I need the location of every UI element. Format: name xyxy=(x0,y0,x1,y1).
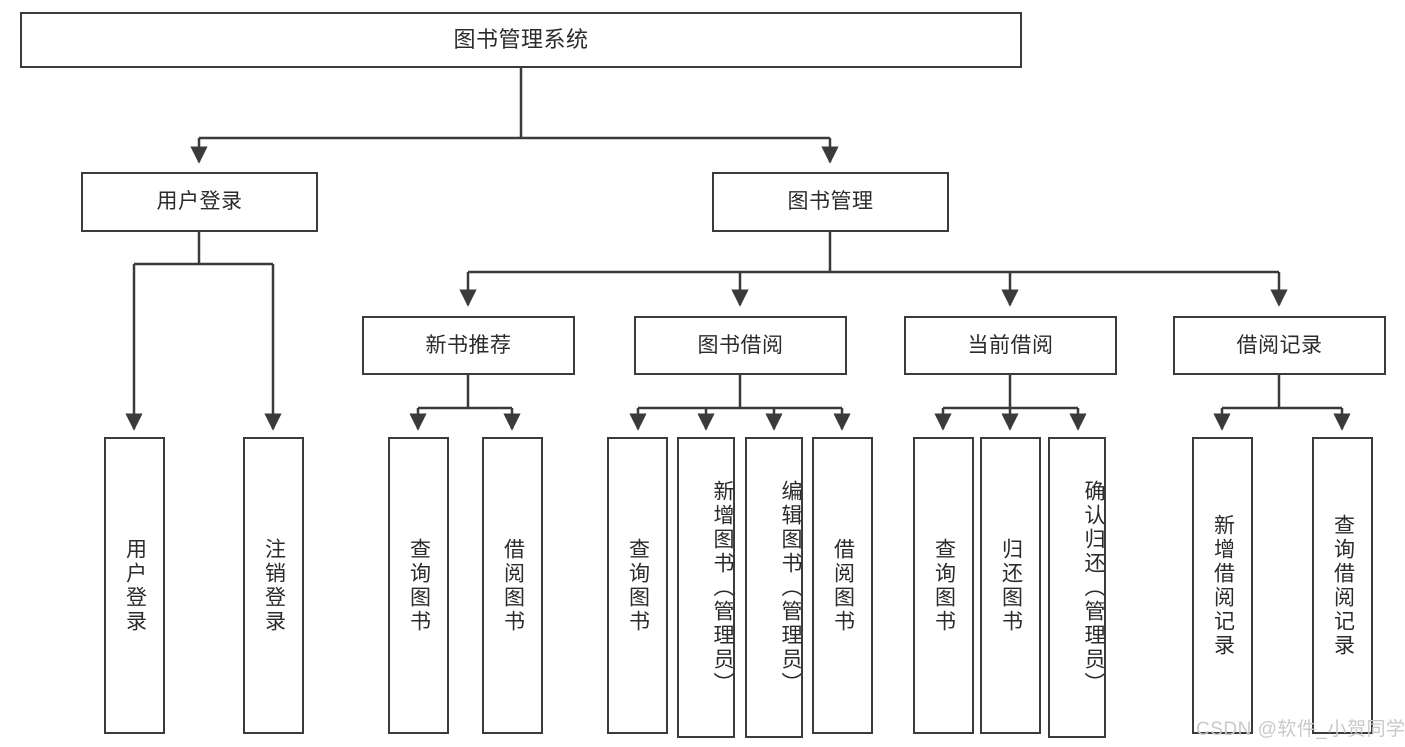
node-label: 注销登录 xyxy=(262,537,286,634)
leaf-borrow-query-book[interactable]: 查询图书 xyxy=(607,437,668,734)
leaf-borrow-borrow-book[interactable]: 借阅图书 xyxy=(812,437,873,734)
leaf-current-query-book[interactable]: 查询图书 xyxy=(913,437,974,734)
node-label: 图书管理 xyxy=(787,190,874,214)
leaf-user-login-login[interactable]: 用户登录 xyxy=(104,437,165,734)
node-label: 借阅图书 xyxy=(831,537,855,634)
node-label: 确认归还（管理员） xyxy=(1082,479,1105,696)
csdn-watermark: CSDN @软件_小贺同学 xyxy=(1196,719,1405,740)
node-label: 图书管理系统 xyxy=(453,26,589,52)
node-label: 新增借阅记录 xyxy=(1211,513,1235,658)
node-new-book-recommend[interactable]: 新书推荐 xyxy=(362,316,575,375)
node-user-login[interactable]: 用户登录 xyxy=(81,172,318,232)
leaf-current-confirm-return-admin[interactable]: 确认归还（管理员） xyxy=(1048,437,1106,738)
node-label: 新书推荐 xyxy=(425,333,512,357)
node-label: 查询图书 xyxy=(407,537,431,634)
leaf-user-login-logout[interactable]: 注销登录 xyxy=(243,437,304,734)
node-label: 用户登录 xyxy=(123,537,147,634)
leaf-record-add-record[interactable]: 新增借阅记录 xyxy=(1192,437,1253,734)
node-label: 当前借阅 xyxy=(967,333,1054,357)
leaf-current-return-book[interactable]: 归还图书 xyxy=(980,437,1041,734)
node-label: 查询图书 xyxy=(626,537,650,634)
node-book-management[interactable]: 图书管理 xyxy=(712,172,949,232)
node-root-system[interactable]: 图书管理系统 xyxy=(20,12,1022,68)
node-label: 借阅记录 xyxy=(1236,333,1323,357)
leaf-recommend-query-book[interactable]: 查询图书 xyxy=(388,437,449,734)
leaf-borrow-add-book-admin[interactable]: 新增图书（管理员） xyxy=(677,437,735,738)
node-label: 新增图书（管理员） xyxy=(711,479,734,696)
leaf-record-query-record[interactable]: 查询借阅记录 xyxy=(1312,437,1373,734)
node-label: 借阅图书 xyxy=(501,537,525,634)
node-label: 图书借阅 xyxy=(697,333,784,357)
node-label: 编辑图书（管理员） xyxy=(779,479,802,696)
leaf-recommend-borrow-book[interactable]: 借阅图书 xyxy=(482,437,543,734)
leaf-borrow-edit-book-admin[interactable]: 编辑图书（管理员） xyxy=(745,437,803,738)
node-borrow-record[interactable]: 借阅记录 xyxy=(1173,316,1386,375)
node-label: 查询图书 xyxy=(932,537,956,634)
node-label: 查询借阅记录 xyxy=(1331,513,1355,658)
node-book-borrow[interactable]: 图书借阅 xyxy=(634,316,847,375)
node-label: 用户登录 xyxy=(156,190,243,214)
node-current-borrow[interactable]: 当前借阅 xyxy=(904,316,1117,375)
node-label: 归还图书 xyxy=(999,537,1023,634)
